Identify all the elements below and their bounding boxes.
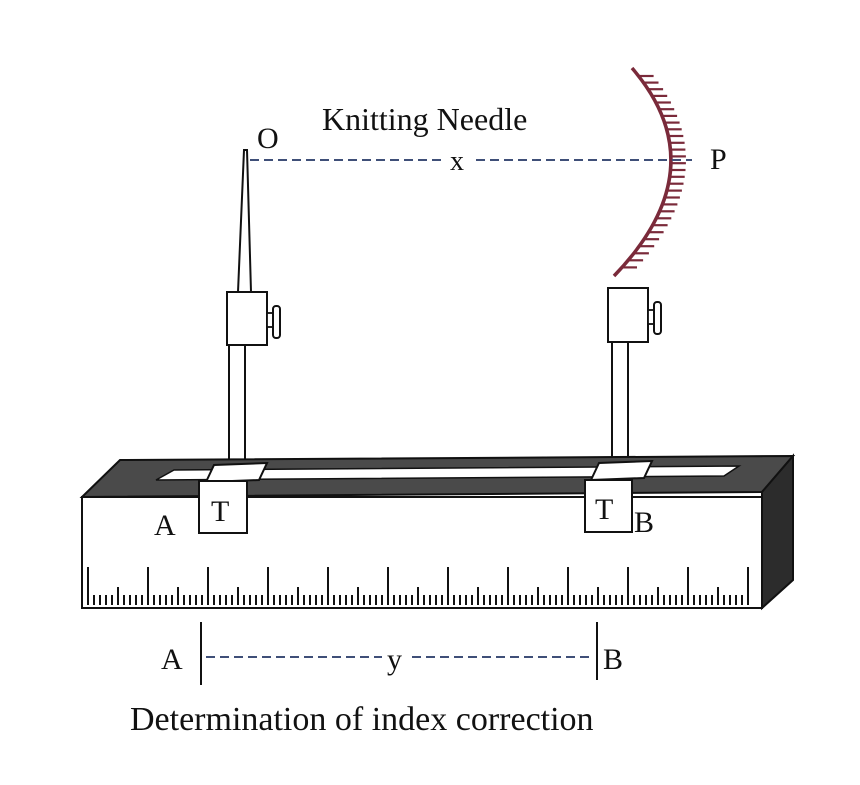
optical-bench [79, 453, 796, 611]
point-a-bench-label: A [154, 509, 176, 542]
distance-x-label: x [450, 146, 464, 177]
right-upright [607, 287, 662, 481]
upright-t-right-label: T [595, 493, 613, 526]
distance-y-label: y [387, 643, 402, 676]
left-upright [226, 291, 281, 485]
distance-y-marker [200, 622, 598, 685]
knitting-needle [236, 149, 253, 293]
point-p-label: P [710, 143, 727, 176]
upright-t-left-label: T [211, 495, 229, 528]
point-a-scale-label: A [161, 643, 183, 676]
point-b-bench-label: B [634, 506, 654, 539]
right-base [584, 459, 654, 533]
caption: Determination of index correction [130, 701, 594, 738]
point-o-label: O [257, 122, 279, 155]
bench-front-face [81, 496, 763, 609]
bench-scale [87, 567, 749, 605]
concave-mirror [612, 66, 686, 278]
knitting-needle-label: Knitting Needle [322, 101, 527, 137]
left-base [198, 461, 269, 534]
point-b-scale-label: B [603, 643, 623, 676]
